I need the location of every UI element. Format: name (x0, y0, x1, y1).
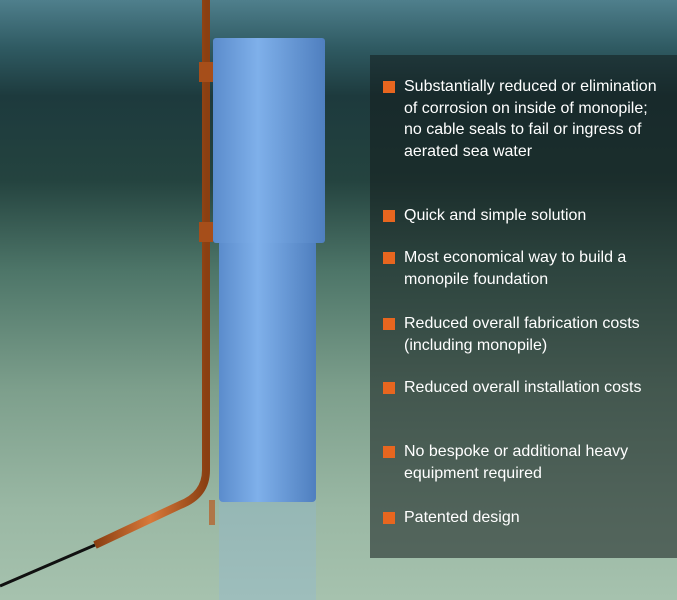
monopile-lower (219, 240, 316, 502)
bullet-square-icon (383, 512, 395, 524)
j-tube-bottom (209, 500, 215, 525)
clamp-upper (199, 62, 213, 82)
black-cable (0, 543, 96, 588)
orange-j-tube (93, 0, 210, 549)
benefit-item: No bespoke or additional heavy equipment… (383, 441, 668, 484)
bullet-square-icon (383, 318, 395, 330)
benefits-panel (370, 55, 677, 558)
bullet-square-icon (383, 252, 395, 264)
benefit-item: Substantially reduced or elimination of … (383, 76, 668, 162)
bullet-square-icon (383, 210, 395, 222)
clamp-lower (199, 222, 213, 242)
benefit-item: Reduced overall fabrication costs (inclu… (383, 313, 668, 356)
benefit-item: Most economical way to build a monopile … (383, 247, 668, 290)
benefit-item: Patented design (383, 507, 668, 529)
bullet-square-icon (383, 446, 395, 458)
bullet-square-icon (383, 81, 395, 93)
transition-piece (213, 38, 325, 243)
bullet-square-icon (383, 382, 395, 394)
benefit-item: Reduced overall installation costs (383, 377, 668, 399)
monopile-reflection (219, 500, 316, 600)
benefit-item: Quick and simple solution (383, 205, 668, 227)
